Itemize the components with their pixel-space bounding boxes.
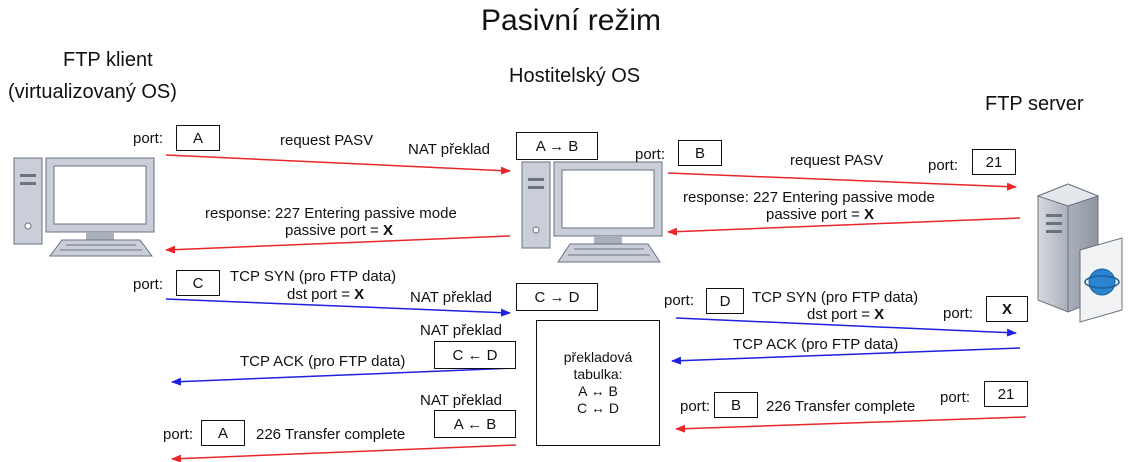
message-passive-port: passive port = X [766, 206, 874, 223]
translation-table-line: C ↔ D [577, 400, 619, 416]
message-request-pasv: request PASV [280, 132, 374, 149]
port-box-server-21: 21 [972, 149, 1016, 175]
port-label: port: [163, 426, 194, 443]
message-tcp-syn: TCP SYN (pro FTP data) [752, 289, 919, 306]
host-label: Hostitelský OS [509, 65, 641, 87]
port-box-host-b-bottom: B [714, 392, 758, 418]
client-label-line1: FTP klient [63, 49, 153, 71]
port-box-host-d: D [706, 288, 744, 314]
message-response: response: 227 Entering passive mode [205, 205, 457, 222]
arrow-server-to-host-ack [671, 347, 1021, 365]
server-icon [1036, 183, 1123, 323]
nat-box-a-to-b: A → B [516, 132, 598, 160]
translation-table-line: překladová [563, 349, 633, 365]
message-tcp-ack: TCP ACK (pro FTP data) [240, 353, 406, 370]
arrow-host-to-server-pasv [667, 172, 1017, 191]
message-transfer-complete: 226 Transfer complete [766, 398, 916, 415]
message-tcp-ack: TCP ACK (pro FTP data) [733, 336, 899, 353]
arrow-host-to-server-syn [675, 317, 1017, 337]
translation-table-line: A ↔ B [578, 383, 618, 399]
client-label-line2: (virtualizovaný OS) [8, 81, 177, 103]
diagram-title: Pasivní režim [481, 4, 662, 37]
port-label: port: [928, 157, 959, 174]
port-box-server-x: X [986, 296, 1028, 322]
server-label: FTP server [985, 93, 1084, 115]
message-tcp-syn: TCP SYN (pro FTP data) [230, 268, 397, 285]
translation-table-line: tabulka: [573, 366, 623, 382]
nat-label: NAT překlad [408, 141, 490, 158]
port-label: port: [133, 130, 164, 147]
host-computer-icon [521, 161, 663, 263]
message-transfer-complete: 226 Transfer complete [256, 426, 406, 443]
arrow-server-to-host-response [667, 217, 1021, 236]
port-label: port: [133, 276, 164, 293]
nat-box-c-to-d: C → D [516, 283, 598, 311]
arrow-client-to-host-syn [165, 298, 511, 317]
port-label: port: [664, 292, 695, 309]
message-request-pasv: request PASV [790, 152, 884, 169]
port-box-server-21-bottom: 21 [984, 381, 1028, 407]
message-dst-port: dst port = X [287, 286, 365, 303]
port-label: port: [940, 389, 971, 406]
port-box-client-c: C [176, 270, 220, 296]
port-label: port: [680, 398, 711, 415]
message-dst-port: dst port = X [807, 306, 885, 323]
arrow-host-to-client-response [165, 235, 511, 254]
port-box-client-a-bottom: A [201, 420, 245, 446]
port-box-client-a: A [176, 125, 220, 151]
arrow-client-to-host-pasv [165, 154, 511, 175]
nat-box-c-from-d: C ← D [434, 341, 516, 369]
nat-box-a-from-b: A ← B [434, 410, 516, 438]
nat-label: NAT překlad [410, 289, 492, 306]
port-label: port: [943, 305, 974, 322]
nat-label: NAT překlad [420, 322, 502, 339]
translation-table: překladová tabulka: A ↔ B C ↔ D [536, 320, 660, 446]
arrow-host-to-client-ack [171, 367, 517, 386]
arrow-server-to-host-transfer [675, 416, 1027, 433]
message-passive-port: passive port = X [285, 222, 393, 239]
message-response: response: 227 Entering passive mode [683, 189, 935, 206]
arrow-host-to-client-transfer [171, 444, 517, 462]
port-label: port: [635, 146, 666, 163]
port-box-host-b: B [678, 140, 722, 166]
nat-label: NAT překlad [420, 392, 502, 409]
client-computer-icon [13, 157, 155, 257]
